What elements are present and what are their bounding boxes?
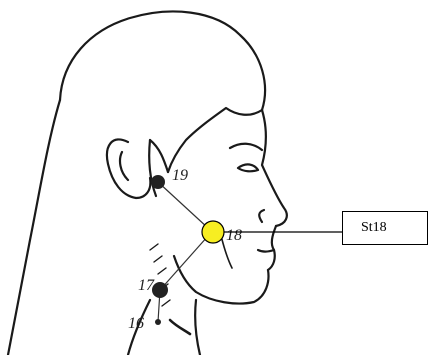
acupoint-dot-17: [152, 282, 168, 298]
point-number-18: 18: [226, 227, 242, 244]
point-number-17: 17: [138, 277, 155, 294]
acupoint-dot-16: [155, 319, 161, 325]
acupoint-dot-19: [151, 175, 165, 189]
meridian-lines: [158, 182, 208, 322]
point-number-19: 19: [172, 167, 188, 184]
callout-label: St18: [361, 220, 387, 236]
highlight-marker: [202, 221, 224, 243]
point-number-16: 16: [128, 315, 144, 332]
head-outline: [8, 11, 287, 355]
callout-label-box: St18: [342, 211, 428, 245]
